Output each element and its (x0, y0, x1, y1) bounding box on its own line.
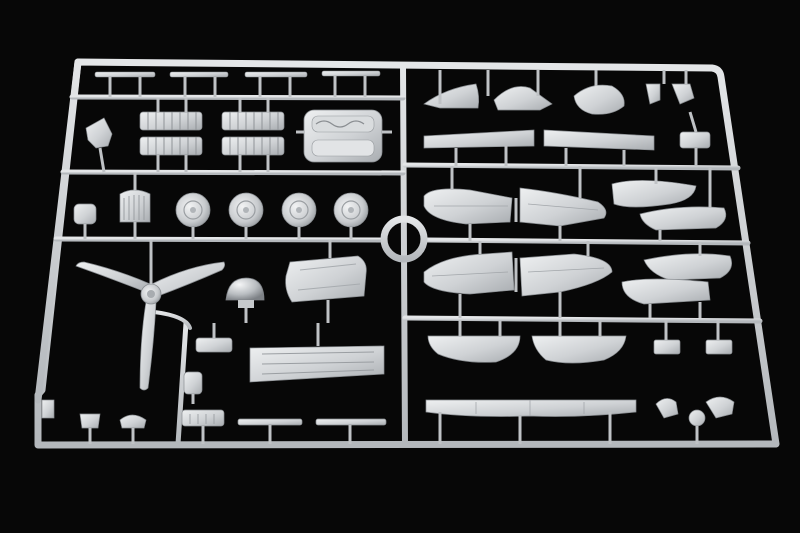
fuselage-halves (423, 180, 732, 305)
top-rods (94, 70, 381, 78)
frame-center-vertical (400, 62, 408, 447)
seat-part (85, 117, 113, 173)
frame-left-h2 (60, 169, 406, 176)
lower-left-detail (189, 351, 375, 424)
wheels (175, 192, 369, 228)
spinner-dome (225, 277, 265, 323)
lower-left-gates (88, 323, 352, 444)
radiator-part (119, 173, 151, 239)
right-lower-parts (425, 335, 735, 427)
frame-right-h1 (402, 162, 741, 171)
frame-left-v-sub (175, 320, 189, 447)
cylinder-fins (147, 112, 279, 155)
frame-center-ring (380, 215, 428, 263)
right-top-gates (438, 70, 698, 166)
cylinder-gates (156, 98, 270, 172)
frame-outer-left-edge (34, 58, 82, 404)
small-drum (73, 203, 97, 239)
frame-left-h3 (53, 236, 386, 243)
right-top-parts (423, 83, 711, 151)
cowling-panel (285, 240, 367, 323)
frame-left-h1 (69, 94, 406, 101)
fuselage-detail (431, 203, 605, 277)
top-rod-gates (108, 76, 367, 97)
propeller (75, 240, 226, 391)
right-lower-detail (475, 400, 585, 416)
frame-prop-runner (152, 310, 192, 330)
engine-block (296, 109, 392, 163)
frame-right-h3 (402, 315, 763, 324)
right-lower-gates (438, 320, 720, 444)
fuselage-gates (450, 166, 712, 318)
wheel-gates (191, 227, 353, 239)
